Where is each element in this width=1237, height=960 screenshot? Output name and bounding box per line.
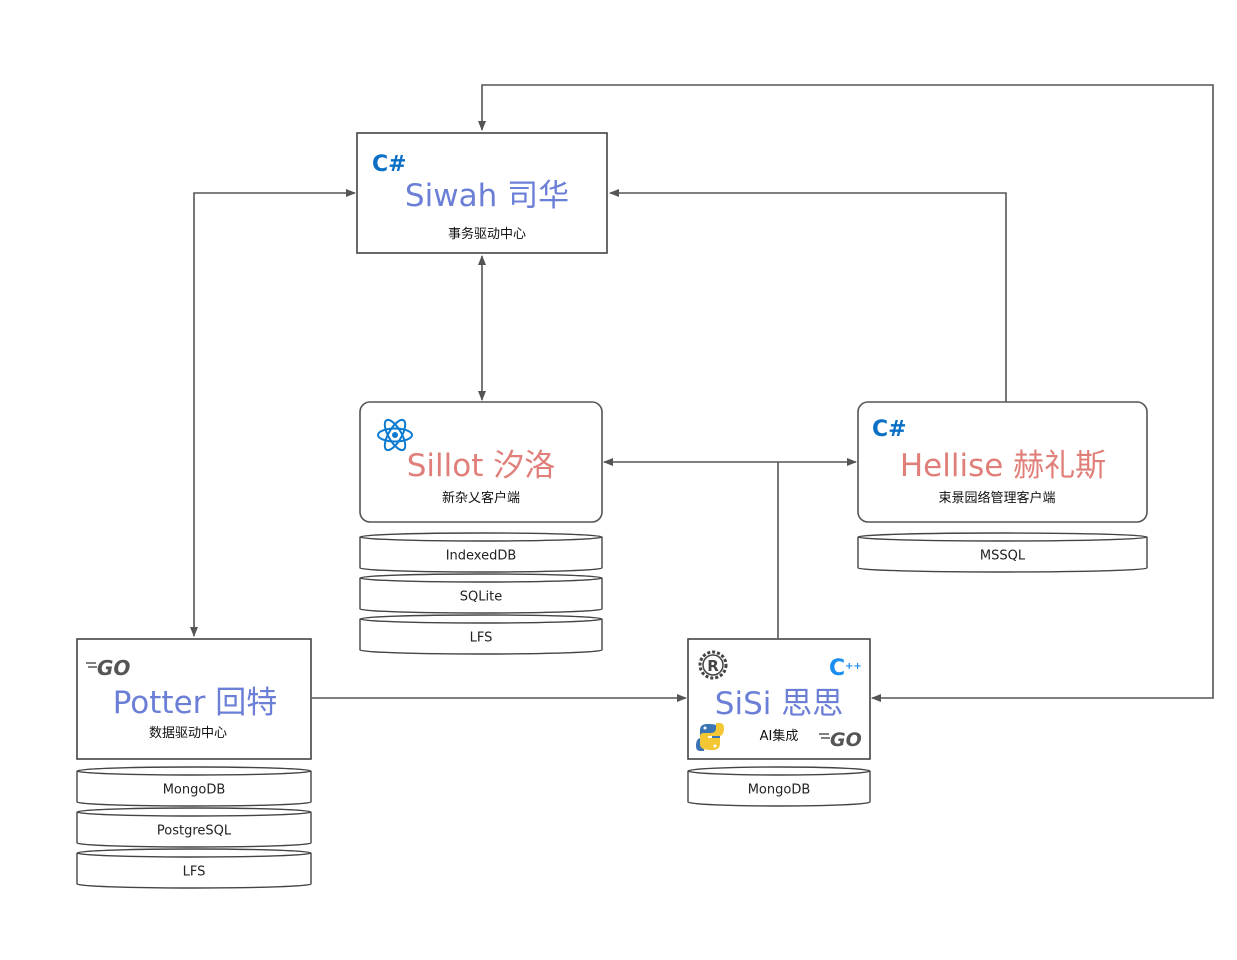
go-icon: GO: [819, 729, 862, 751]
node-hellise[interactable]: C# Hellise 赫礼斯 束景园络管理客户端: [857, 401, 1148, 523]
svg-text:GO: GO: [97, 656, 130, 680]
svg-text:++: ++: [845, 661, 862, 672]
database-cylinder: MSSQL: [857, 532, 1148, 573]
database-label: LFS: [470, 631, 493, 646]
node-title: Potter 回特: [113, 685, 278, 721]
database-label: IndexedDB: [446, 549, 517, 564]
database-cylinder: LFS: [76, 848, 312, 889]
csharp-icon: C#: [372, 152, 407, 177]
rust-icon: R: [698, 650, 728, 680]
database-label: MongoDB: [748, 783, 811, 798]
database-label: LFS: [183, 865, 206, 880]
database-label: SQLite: [460, 590, 502, 605]
svg-text:R: R: [707, 657, 719, 675]
node-siwah[interactable]: C# Siwah 司华 事务驱动中心: [356, 132, 608, 254]
node-title: Sillot 汐洛: [407, 448, 556, 484]
csharp-icon: C#: [872, 417, 907, 442]
node-subtitle: AI集成: [760, 728, 799, 744]
database-cylinder: SQLite: [359, 573, 603, 614]
database-label: MSSQL: [980, 549, 1026, 564]
node-sisi[interactable]: R C ++ SiSi 思思 AI集成 GO: [687, 638, 871, 760]
database-cylinder: IndexedDB: [359, 532, 603, 573]
node-subtitle: 事务驱动中心: [448, 226, 526, 242]
cpp-icon: C ++: [829, 656, 862, 681]
node-potter[interactable]: GO Potter 回特 数据驱动中心: [76, 638, 312, 760]
database-label: MongoDB: [163, 783, 226, 798]
node-subtitle: 数据驱动中心: [149, 726, 227, 741]
svg-text:GO: GO: [830, 729, 862, 751]
database-cylinder: PostgreSQL: [76, 807, 312, 848]
node-sillot[interactable]: Sillot 汐洛 新杂乂客户端: [359, 401, 603, 523]
edge-sisi-to-siwah-loop: [478, 84, 1214, 702]
node-title: Hellise 赫礼斯: [900, 448, 1106, 484]
svg-text:C: C: [829, 656, 845, 681]
database-cylinder: MongoDB: [76, 766, 312, 807]
database-label: PostgreSQL: [157, 824, 232, 839]
go-icon: GO: [86, 656, 130, 680]
node-subtitle: 新杂乂客户端: [442, 490, 520, 506]
node-title: SiSi 思思: [715, 686, 843, 722]
edge-potter-siwah: [190, 189, 356, 637]
edge-hellise-siwah: [609, 189, 1007, 402]
node-subtitle: 束景园络管理客户端: [938, 490, 1055, 506]
python-icon: [696, 723, 724, 751]
react-icon: [377, 418, 413, 452]
database-cylinder: MongoDB: [687, 766, 871, 807]
node-title: Siwah 司华: [405, 178, 569, 214]
database-cylinder: LFS: [359, 614, 603, 655]
